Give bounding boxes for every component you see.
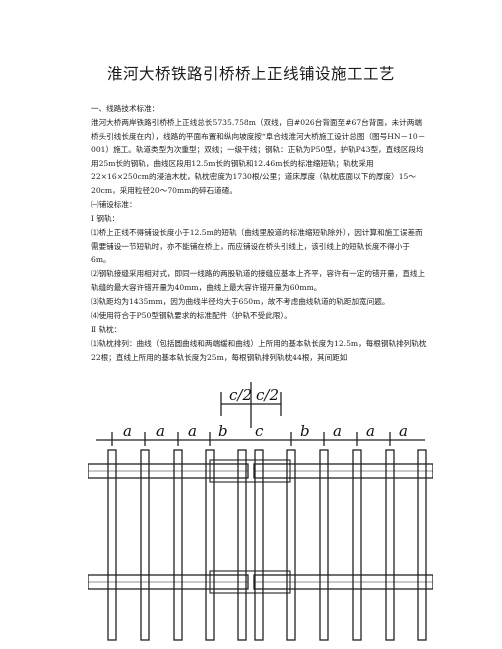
- label-half-c-left: c/2: [229, 386, 252, 404]
- label-a: a: [188, 422, 197, 440]
- paragraph-sleeper-arrangement: ⑴轨枕排列：曲线（包括圆曲线和两端缓和曲线）上所用的基本轨长度为12.5m，每根…: [91, 339, 427, 362]
- label-a: a: [366, 422, 375, 440]
- subheading-laying-standards: ㈠铺设标准：: [91, 200, 137, 209]
- label-b: b: [300, 422, 310, 440]
- sleeper-layout-figure: c/2 c/2 a a a b c b a a a: [88, 382, 433, 641]
- sleeper: [385, 449, 395, 641]
- paragraph-rail-rule-1: ⑴桥上正线不得铺设长度小于12.5m的短轨（曲线里股道的标准缩短轨除外），因计算…: [91, 228, 423, 265]
- sleeper: [286, 449, 296, 641]
- subheading-sleeper: Ⅱ 轨枕：: [91, 325, 122, 334]
- document-title: 淮河大桥铁路引桥桥上正线铺设施工工艺: [106, 65, 395, 83]
- label-a: a: [156, 422, 165, 440]
- sleeper: [254, 449, 264, 641]
- sleepers: [107, 449, 427, 641]
- label-a: a: [333, 422, 342, 440]
- label-c: c: [255, 422, 264, 440]
- joint-plate-lower: [209, 570, 291, 594]
- sleeper: [319, 449, 329, 641]
- paragraph-line-overview: 淮河大桥两岸铁路引桥桥上正线总长5735.758m（双线，自#026台背面至#6…: [91, 118, 426, 195]
- subheading-rail: Ⅰ 钢轨：: [91, 214, 120, 223]
- sleeper: [237, 449, 247, 641]
- sleeper: [417, 449, 427, 641]
- sleeper: [173, 449, 183, 641]
- paragraph-rail-rule-4: ⑷使用符合于P50型钢轨要求的标准配件（护轨不受此限）。: [91, 311, 292, 320]
- sleeper: [107, 449, 117, 641]
- joint-plate-upper: [209, 459, 291, 483]
- paragraph-rail-rule-2: ⑵钢轨接缝采用相对式，即同一线路的两股轨道的接缝应基本上齐平，容许有一定的错开量…: [91, 269, 426, 292]
- label-half-c-right: c/2: [256, 386, 279, 404]
- label-b: b: [218, 422, 228, 440]
- section-heading-technical-standards: 一、线路技术标准：: [91, 104, 160, 113]
- sleeper: [205, 449, 215, 641]
- label-a: a: [399, 422, 408, 440]
- sleeper: [352, 449, 362, 641]
- sleeper: [140, 449, 150, 641]
- paragraph-rail-rule-3: ⑶轨距均为1435mm，因为曲线半径均大于650m，故不考虑曲线轨道的轨距加宽问…: [91, 297, 390, 306]
- label-a: a: [123, 422, 132, 440]
